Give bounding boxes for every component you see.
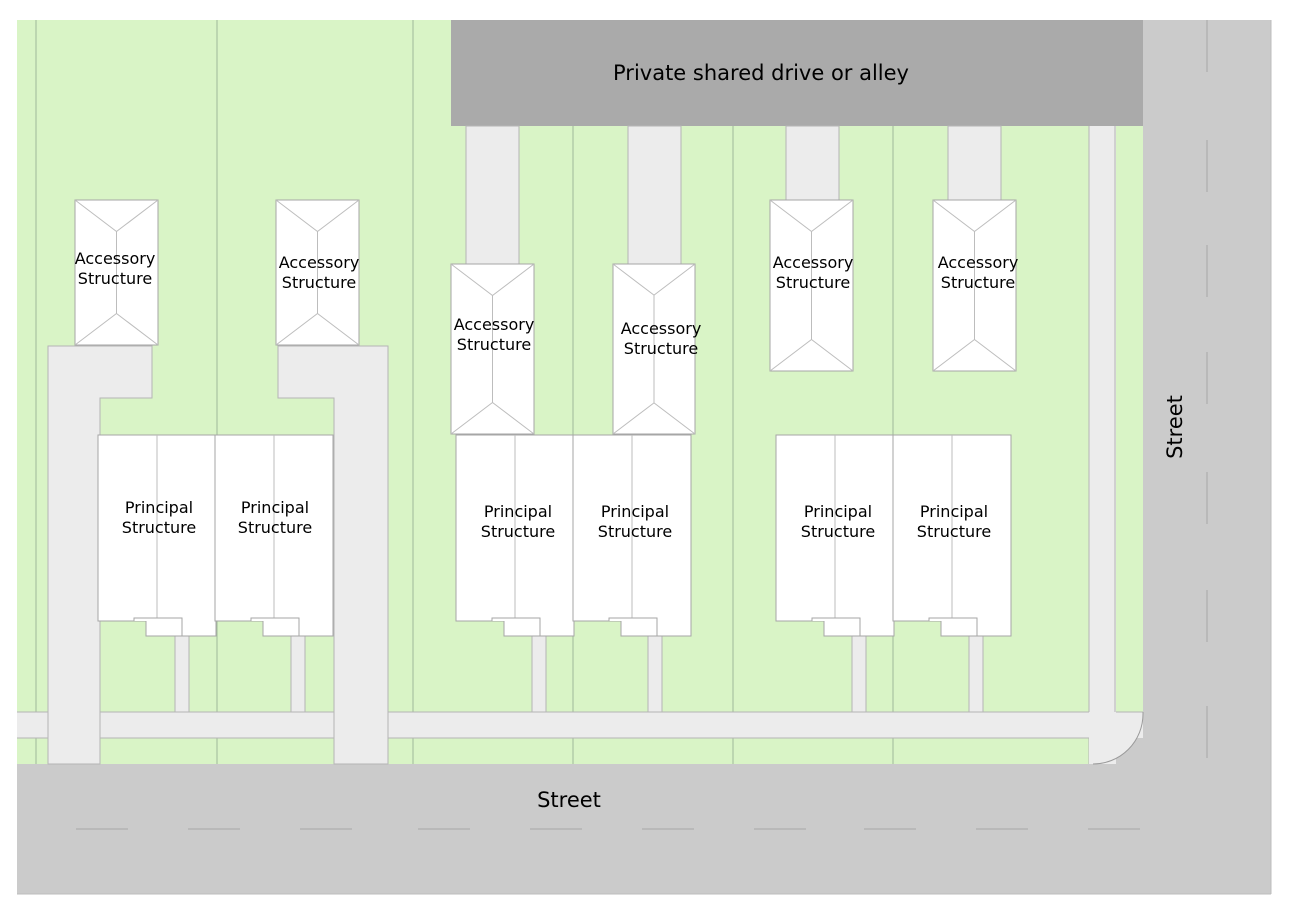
accessory-label-line1: Accessory: [773, 253, 854, 272]
corner-curb-line: [1092, 712, 1144, 765]
roof-lines: [275, 199, 360, 346]
principal-label-line2: Structure: [481, 522, 555, 541]
porch: [133, 617, 183, 637]
accessory-label-line1: Accessory: [454, 315, 535, 334]
accessory-label-line1: Accessory: [938, 253, 1019, 272]
roof-lines: [450, 263, 535, 435]
principal-label-line1: Principal: [804, 502, 872, 521]
principal-label-line2: Structure: [917, 522, 991, 541]
driveway-2: [277, 345, 389, 765]
principal-label-line2: Structure: [122, 518, 196, 537]
porch: [250, 617, 300, 637]
street-right-label: Street: [1163, 395, 1187, 459]
principal-label-line1: Principal: [601, 502, 669, 521]
principal-label-line2: Structure: [238, 518, 312, 537]
principal-label-line1: Principal: [125, 498, 193, 517]
accessory-label-line1: Accessory: [75, 249, 156, 268]
principal-label-line1: Principal: [920, 502, 988, 521]
accessory-label-line2: Structure: [941, 273, 1015, 292]
sidewalk-bottom: [17, 711, 1143, 739]
porch: [811, 617, 861, 637]
roof-lines: [612, 263, 696, 435]
accessory-label-line1: Accessory: [621, 319, 702, 338]
accessory-label-line2: Structure: [624, 339, 698, 358]
alley: [451, 20, 1143, 126]
alley-label: Private shared drive or alley: [613, 61, 909, 85]
corner-curb: [1093, 712, 1143, 764]
roof-lines: [932, 199, 1017, 372]
accessory-label-line2: Structure: [282, 273, 356, 292]
principal-label-line2: Structure: [801, 522, 875, 541]
front-walkways: [174, 635, 984, 713]
porch: [928, 617, 978, 637]
accessory-label-line2: Structure: [776, 273, 850, 292]
sidewalk-right: [1088, 126, 1116, 764]
alley-driveways: [465, 125, 1002, 267]
accessory-label-line1: Accessory: [279, 253, 360, 272]
porch: [491, 617, 541, 637]
accessory-label-line2: Structure: [457, 335, 531, 354]
porch: [608, 617, 658, 637]
principal-label-line1: Principal: [241, 498, 309, 517]
roof-lines: [74, 199, 159, 346]
roof-lines: [769, 199, 854, 372]
principal-label-line2: Structure: [598, 522, 672, 541]
accessory-label-line2: Structure: [78, 269, 152, 288]
principal-label-line1: Principal: [484, 502, 552, 521]
street-bottom-label: Street: [537, 788, 601, 812]
corner-curve: [1089, 714, 1143, 764]
